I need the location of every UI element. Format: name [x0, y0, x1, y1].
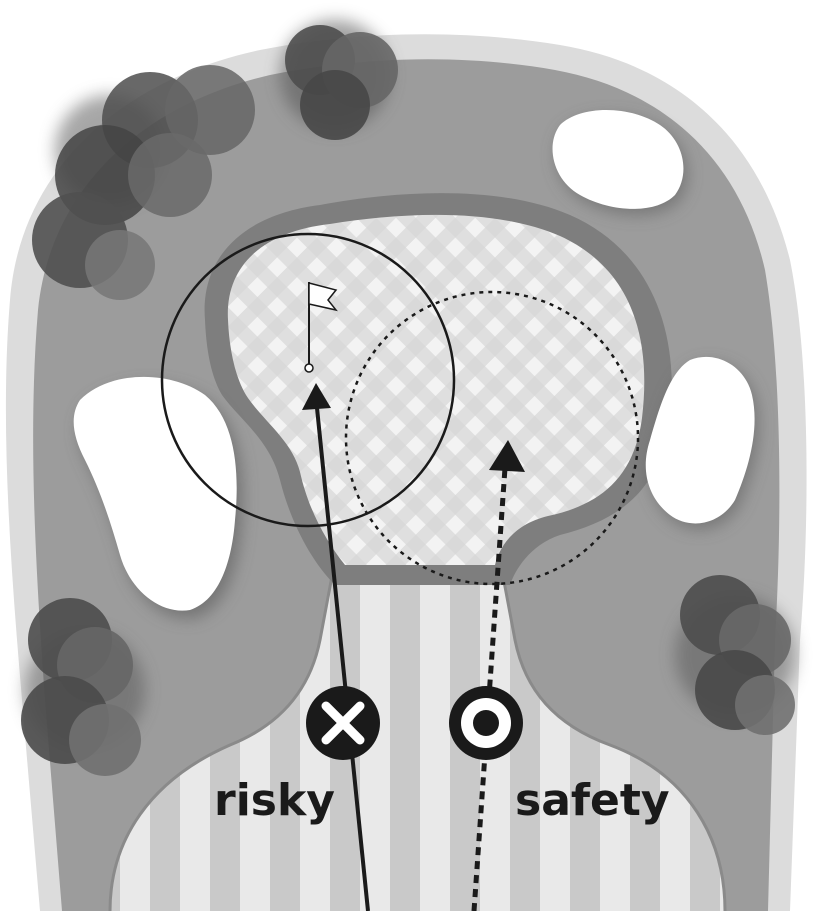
trees-top-center: [280, 20, 398, 140]
putting-green: [227, 214, 645, 565]
trees-right: [675, 575, 795, 735]
safety-label: safety: [515, 775, 670, 826]
fairway-edge: [108, 559, 727, 911]
fairway: [110, 560, 725, 911]
risky-landing-circle: [160, 232, 456, 528]
safety-landing-circle: [344, 290, 640, 586]
pin-flag-icon: [304, 282, 338, 373]
safety-arrowhead: [489, 440, 525, 472]
cross-marker: [306, 686, 380, 760]
bunker-left: [73, 376, 243, 619]
safety-route-line: [471, 467, 508, 911]
bunker-right: [645, 356, 759, 530]
target-marker: [449, 686, 523, 760]
risky-arrowhead: [302, 383, 331, 410]
risky-route-line: [315, 407, 370, 911]
trees-top-left: [32, 65, 255, 300]
trees-left: [21, 598, 145, 776]
bunker-top-right: [552, 110, 688, 215]
risky-label: risky: [214, 775, 335, 826]
